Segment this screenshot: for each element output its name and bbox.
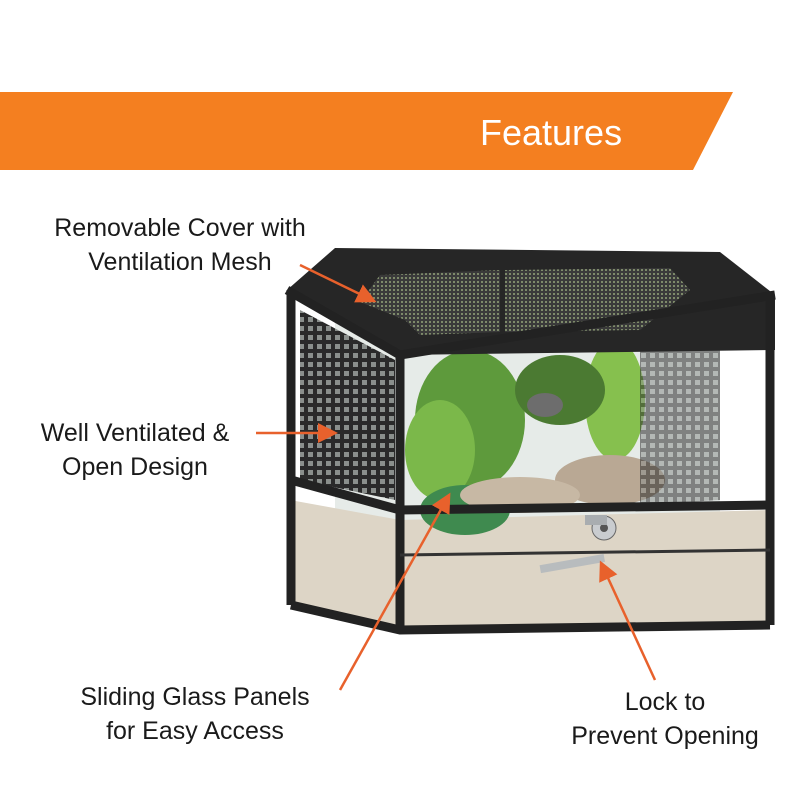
banner-title: Features bbox=[480, 112, 623, 153]
callout-sliding-glass: Sliding Glass Panels for Easy Access bbox=[40, 680, 350, 748]
callout-removable-cover: Removable Cover with Ventilation Mesh bbox=[20, 211, 340, 279]
cover-mesh-left bbox=[360, 270, 500, 335]
callout-text: Removable Cover with bbox=[54, 214, 306, 242]
callout-text: Ventilation Mesh bbox=[88, 248, 272, 276]
callout-text: Prevent Opening bbox=[571, 722, 759, 750]
left-side-mesh bbox=[300, 310, 395, 500]
callout-arrows bbox=[256, 263, 657, 691]
lock-icon bbox=[539, 515, 617, 574]
substrate bbox=[290, 500, 770, 630]
callout-ventilated: Well Ventilated & Open Design bbox=[10, 416, 260, 484]
frame bbox=[284, 286, 776, 635]
callout-lock: Lock to Prevent Opening bbox=[540, 685, 790, 753]
callout-text: Sliding Glass Panels bbox=[80, 683, 310, 711]
callout-text: Lock to bbox=[624, 688, 706, 716]
callout-text: Open Design bbox=[62, 453, 208, 481]
callout-text: Well Ventilated & bbox=[40, 419, 230, 447]
features-banner bbox=[0, 92, 733, 170]
callout-text: for Easy Access bbox=[106, 717, 284, 745]
